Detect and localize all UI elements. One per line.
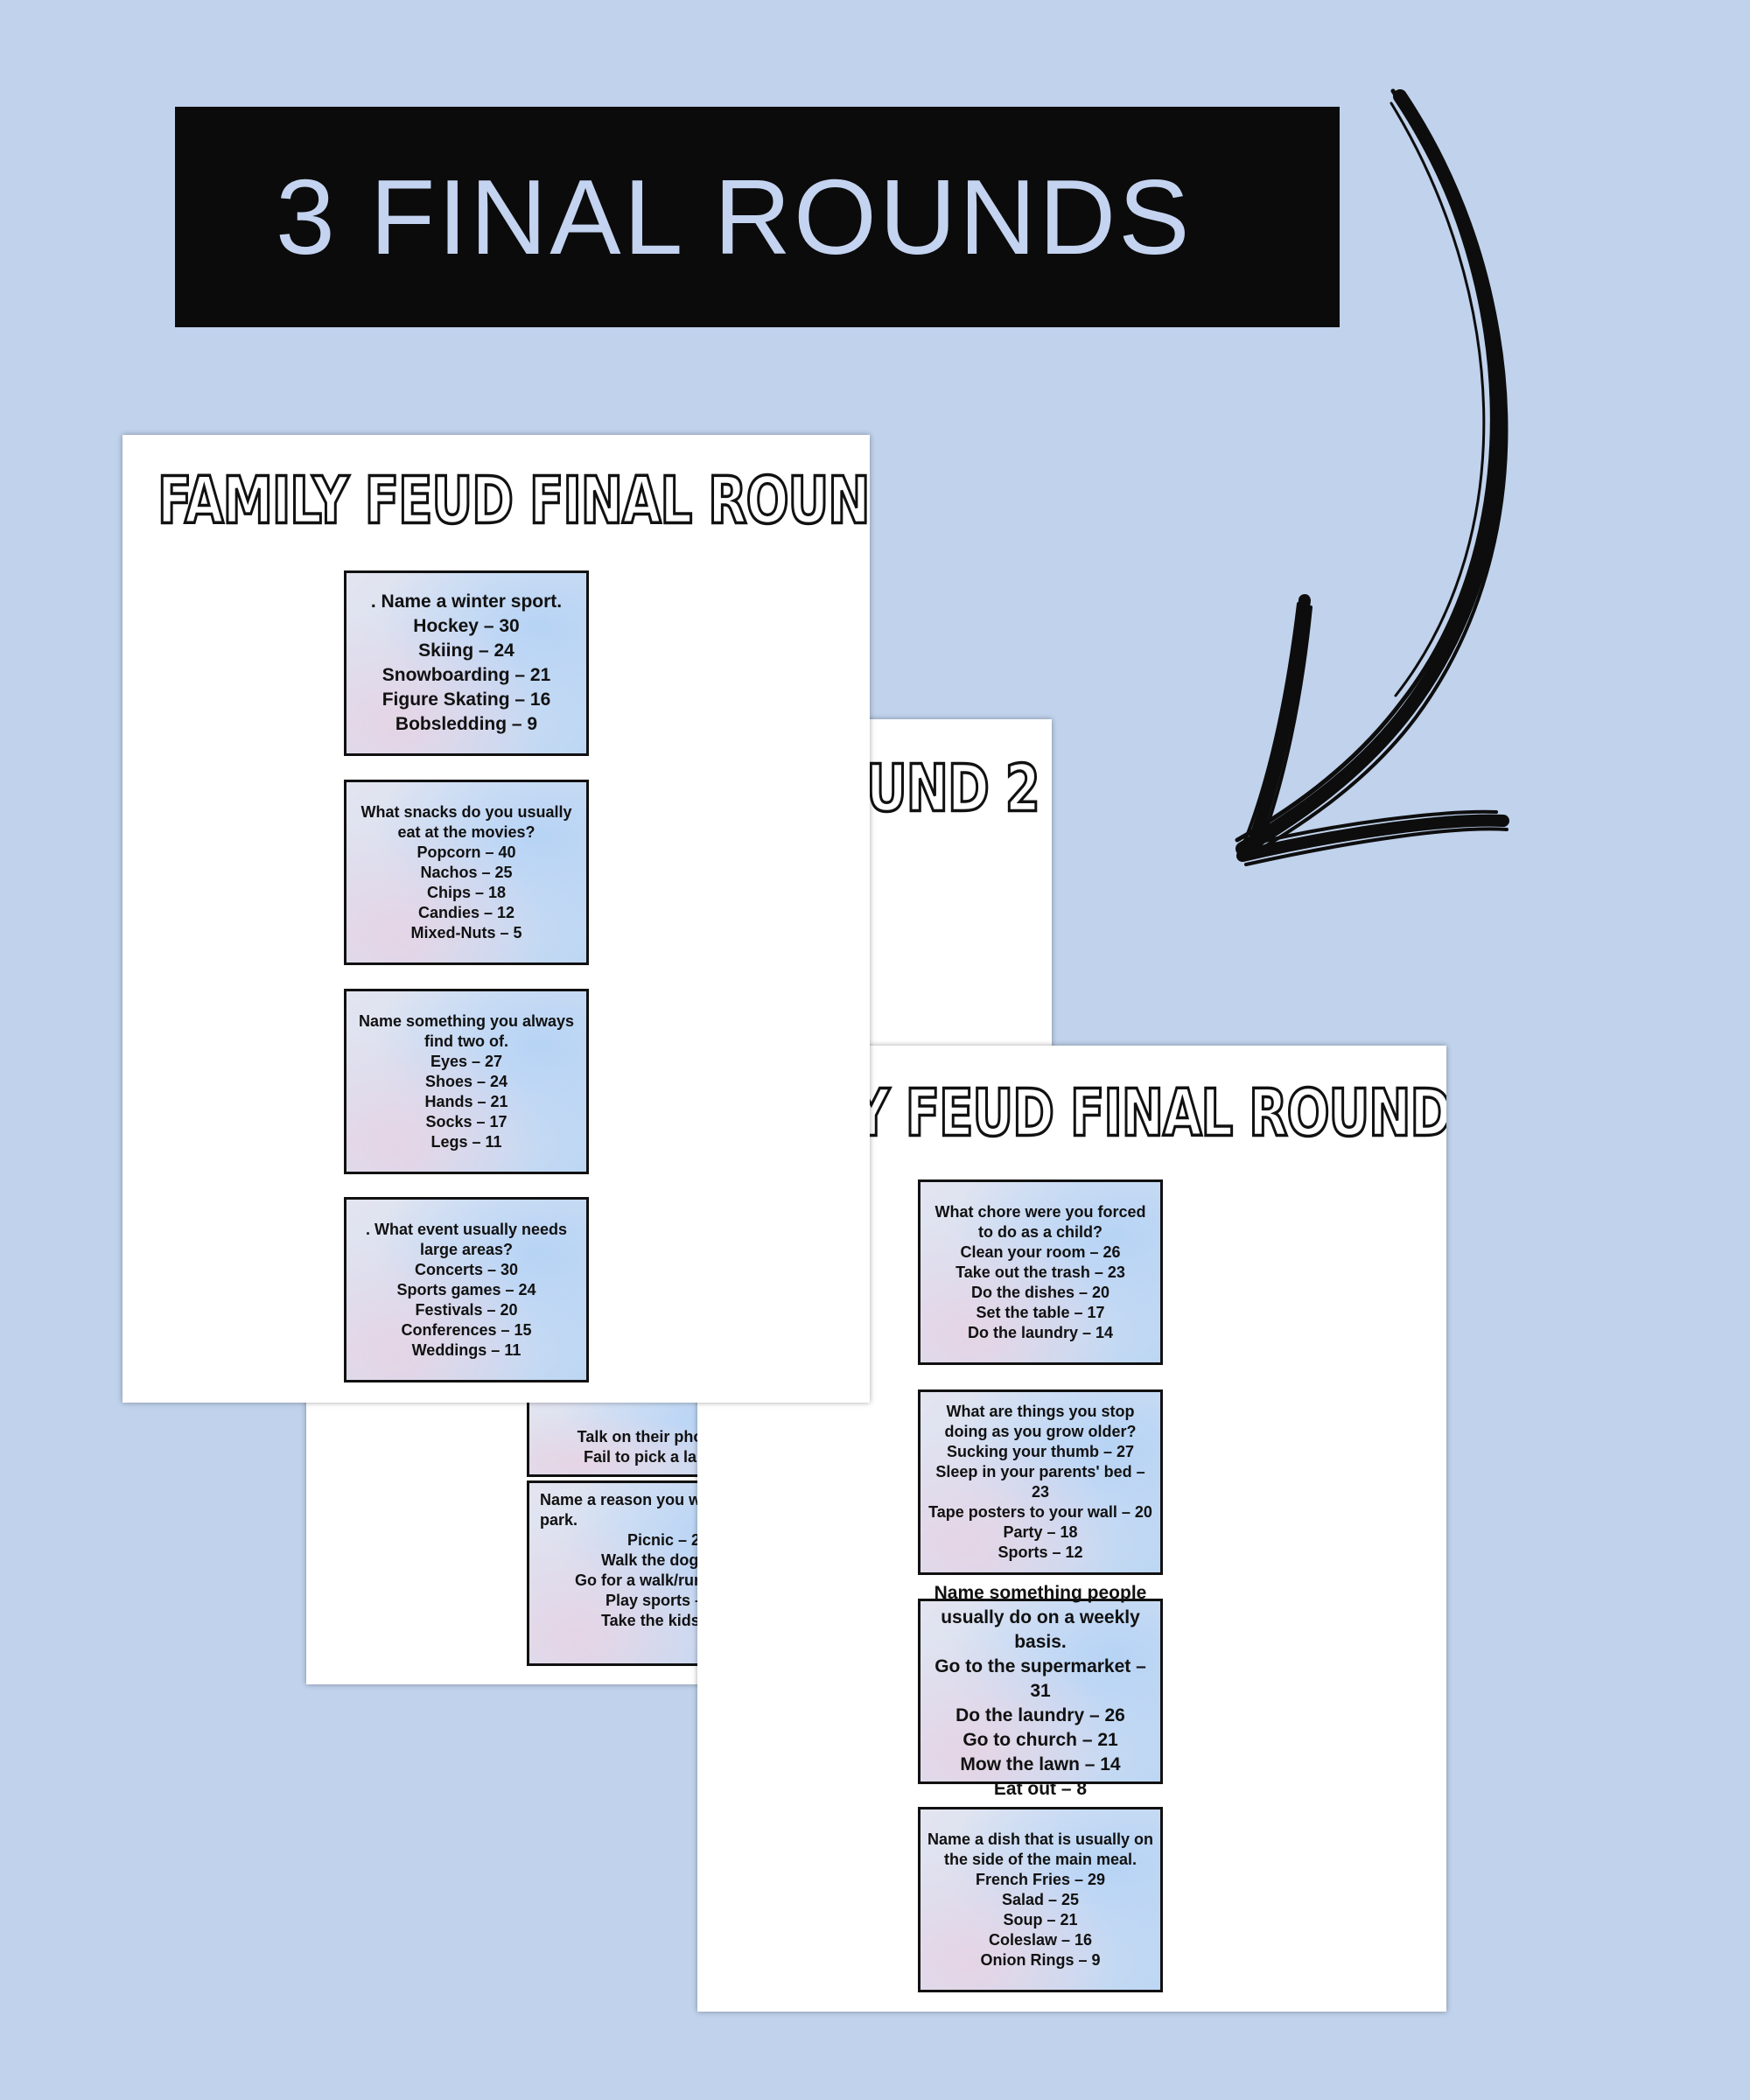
answer: Sports – 12	[998, 1544, 1083, 1561]
answer: Go to church – 21	[962, 1730, 1118, 1750]
answer: Do the laundry – 14	[967, 1323, 1114, 1341]
answer: Party – 18	[1003, 1523, 1078, 1541]
answer: Do the laundry – 26	[956, 1705, 1125, 1726]
question-text: What snacks do you usually eat at the mo…	[360, 802, 572, 841]
answer: Fail to pick a lane	[583, 1448, 716, 1466]
round-3-title: Y FEUD FINAL ROUND 3	[851, 1075, 1446, 1153]
answer: Hockey – 30	[413, 616, 520, 636]
answer: Festivals – 20	[415, 1300, 518, 1319]
answer: Take the kids –	[601, 1612, 713, 1629]
round-3-sheet: Y FEUD FINAL ROUND 3 What chore were you…	[697, 1046, 1446, 2012]
answer: Do the dishes – 20	[970, 1283, 1110, 1301]
answer: Skiing – 24	[418, 640, 514, 661]
answer: Sleep in your parents' bed – 23	[935, 1463, 1145, 1501]
round-2-title: UND 2	[865, 751, 1042, 829]
answer: Figure Skating – 16	[382, 690, 551, 710]
answer: Candies – 12	[417, 903, 515, 921]
answer: Go to the supermarket – 31	[934, 1656, 1146, 1701]
answer: Weddings – 11	[411, 1340, 522, 1359]
question-card: Name a dish that is usually on the side …	[918, 1807, 1163, 1992]
answer: Take out the trash – 23	[956, 1263, 1125, 1281]
answer: Shoes – 24	[424, 1072, 508, 1090]
answer: Conferences – 15	[401, 1320, 532, 1339]
question-text: What chore were you forced to do as a ch…	[934, 1202, 1146, 1241]
question-card: What are things you stop doing as you gr…	[918, 1390, 1163, 1575]
question-text: Name something people usually do on a we…	[934, 1583, 1147, 1652]
answer: Eat out – 8	[993, 1779, 1088, 1799]
answer: Bobsledding – 9	[395, 714, 538, 734]
question-card: What chore were you forced to do as a ch…	[918, 1180, 1163, 1365]
answer: Hands – 21	[424, 1092, 508, 1110]
answer: Snowboarding – 21	[382, 665, 551, 685]
question-text: . Name a winter sport.	[370, 592, 563, 612]
answer: Tape posters to your wall – 20	[928, 1503, 1152, 1521]
answer: Play sports – 1	[606, 1592, 718, 1609]
answer: Set the table – 17	[976, 1303, 1105, 1321]
question-card: . What event usually needs large areas? …	[344, 1197, 589, 1382]
answer: Mow the lawn – 14	[960, 1754, 1121, 1774]
answer: Mixed-Nuts – 5	[410, 923, 522, 942]
question-text: . What event usually needs large areas?	[365, 1220, 568, 1258]
answer: Onion Rings – 9	[980, 1950, 1101, 1969]
answer: Eyes – 27	[430, 1052, 503, 1070]
question-text: What are things you stop doing as you gr…	[944, 1403, 1137, 1440]
title-banner: 3 FINAL ROUNDS	[175, 107, 1340, 327]
answer: Salad – 25	[1001, 1890, 1080, 1908]
answer: Go for a walk/run	[575, 1572, 704, 1589]
answer: Picnic – 28	[627, 1531, 710, 1549]
question-card: Name something you always find two of. E…	[344, 989, 589, 1174]
answer: Socks – 17	[425, 1112, 508, 1130]
round-1-sheet: FAMILY FEUD FINAL ROUND 1 . Name a winte…	[122, 435, 870, 1403]
answer: Nachos – 25	[420, 863, 513, 881]
curved-brush-arrow-icon	[1235, 88, 1509, 866]
answer: Chips – 18	[426, 883, 507, 901]
question-text: Name something you always find two of.	[358, 1012, 575, 1050]
question-text: Name a reason you wo the park.	[540, 1491, 739, 1529]
answer: Soup – 21	[1003, 1910, 1078, 1928]
answer: Coleslaw – 16	[988, 1930, 1093, 1949]
question-text: Name a dish that is usually on the side …	[927, 1830, 1154, 1868]
question-card: Name something people usually do on a we…	[918, 1583, 1163, 1799]
question-card: What snacks do you usually eat at the mo…	[344, 780, 589, 965]
banner-title: 3 FINAL ROUNDS	[276, 158, 1193, 276]
answer: Clean your room – 26	[960, 1242, 1121, 1261]
answer: French Fries – 29	[975, 1870, 1106, 1888]
answer: Legs – 11	[430, 1132, 502, 1151]
round-1-title: FAMILY FEUD FINAL ROUND 1	[156, 463, 870, 541]
answer: Walk the dog – 2	[601, 1551, 725, 1569]
answer: Sucking your thumb – 27	[946, 1443, 1135, 1460]
answer: Concerts – 30	[414, 1260, 519, 1278]
answer: Popcorn – 40	[416, 843, 516, 861]
question-card: . Name a winter sport. Hockey – 30 Skiin…	[344, 570, 589, 756]
answer: Sports games – 24	[396, 1280, 536, 1298]
answer: Talk on their phone	[577, 1428, 722, 1446]
